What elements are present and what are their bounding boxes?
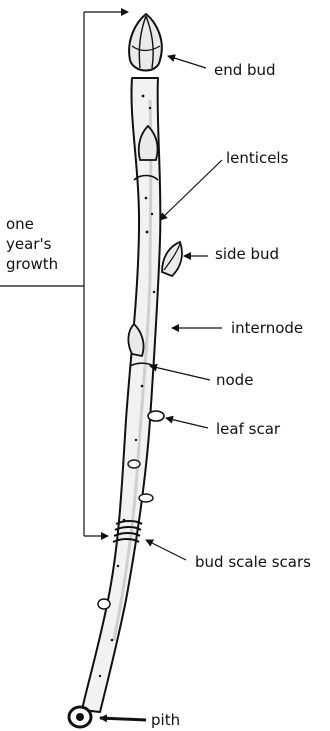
- pith-shape: [69, 707, 91, 727]
- bud-scale-scars-leader: [146, 540, 186, 560]
- bracket-label-line2: year's: [6, 234, 58, 254]
- one-years-growth-label: one year's growth: [6, 214, 58, 274]
- leaf-scar-label: leaf scar: [216, 422, 280, 437]
- lenticels-leader: [160, 160, 222, 220]
- end-bud-label: end bud: [214, 63, 276, 78]
- internode-label: internode: [231, 321, 303, 336]
- node-leader: [150, 366, 210, 380]
- end-bud-leader: [168, 56, 206, 68]
- growth-bracket: [0, 12, 128, 536]
- bud-scale-scars-label: bud scale scars: [195, 555, 311, 570]
- lenticels-label: lenticels: [226, 151, 288, 166]
- side-bud-label: side bud: [215, 247, 279, 262]
- end-bud-shape: [129, 14, 162, 71]
- pith-label: pith: [151, 713, 180, 728]
- bracket-label-line1: one: [6, 214, 58, 234]
- node-label: node: [216, 373, 253, 388]
- leaf-scar-leader: [166, 418, 208, 428]
- pith-arrow: [100, 718, 146, 720]
- twig-stem: [82, 78, 160, 712]
- bracket-label-line3: growth: [6, 254, 58, 274]
